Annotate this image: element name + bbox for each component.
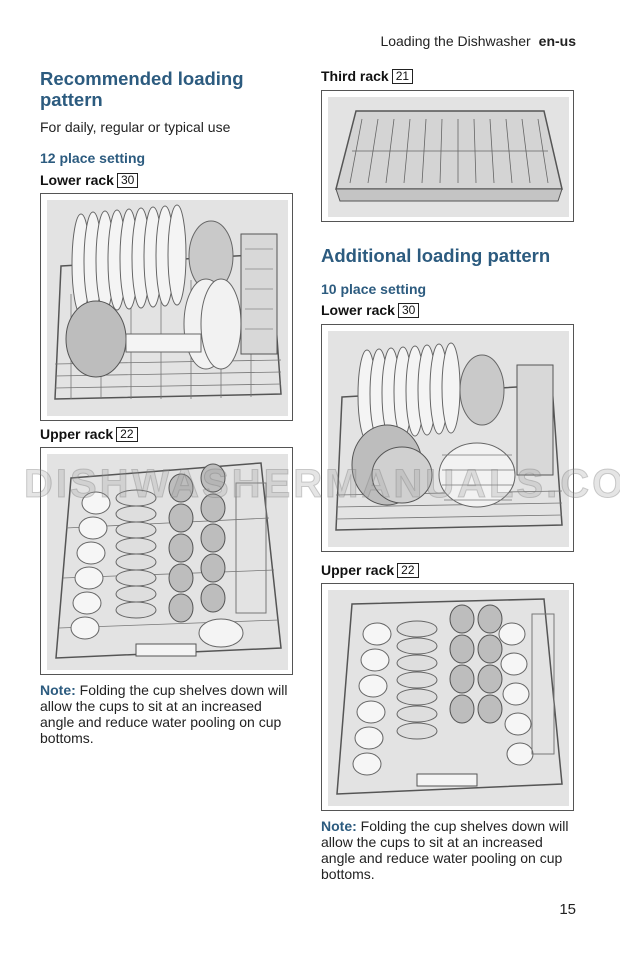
- third-rack-figure: [321, 90, 574, 222]
- note-text: Folding the cup shelves down will allow …: [321, 818, 569, 882]
- part-number-box: 30: [116, 173, 139, 188]
- setting-10-heading: 10 place setting: [321, 281, 427, 297]
- part-number-box: 22: [116, 427, 138, 442]
- running-header: Loading the Dishwasher en-us: [380, 33, 576, 49]
- part-number-box: 22: [397, 563, 419, 578]
- page-number: 15: [559, 901, 576, 918]
- note-right: Note: Folding the cup shelves down will …: [321, 818, 579, 882]
- usage-subtitle: For daily, regular or typical use: [40, 119, 231, 135]
- recommended-heading: Recommended loading pattern: [40, 68, 244, 110]
- note-left: Note: Folding the cup shelves down will …: [40, 682, 298, 746]
- note-label: Note:: [40, 682, 76, 698]
- additional-heading: Additional loading pattern: [321, 245, 551, 266]
- note-label: Note:: [321, 818, 357, 834]
- upper-rack-10-figure: [321, 583, 574, 811]
- section-title: Loading the Dishwasher: [380, 33, 531, 49]
- watermark: DISHWASHERMANUALS.COM: [24, 462, 620, 507]
- lower-rack-12-figure: [40, 193, 293, 421]
- language-code: en-us: [538, 33, 576, 49]
- upper-rack-12-figure: [40, 447, 293, 675]
- part-number-box: 21: [391, 69, 414, 84]
- setting-12-heading: 12 place setting: [40, 150, 146, 166]
- note-text: Folding the cup shelves down will allow …: [40, 682, 288, 746]
- lower-rack-10-figure: [321, 324, 574, 552]
- part-number-box: 30: [397, 303, 420, 318]
